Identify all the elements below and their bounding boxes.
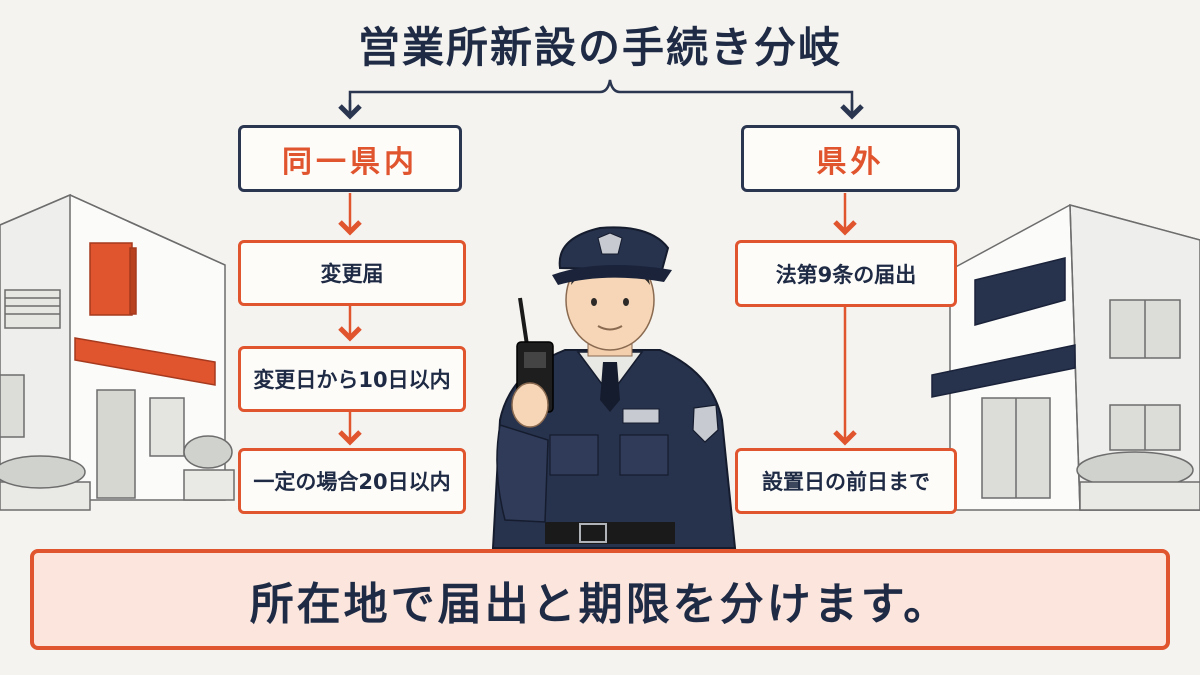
right-step-1: 法第9条の届出 — [735, 240, 957, 307]
diagram-title: 営業所新設の手続き分岐 — [357, 23, 842, 72]
security-guard-icon — [491, 226, 737, 549]
left-step-1: 変更届 — [238, 240, 466, 306]
left-step-3: 一定の場合20日以内 — [238, 448, 466, 514]
office-building-icon — [931, 204, 1200, 511]
summary-banner: 所在地で届出と期限を分けます。 — [30, 549, 1170, 650]
right-branch-heading: 県外 — [741, 125, 960, 192]
left-step-2: 変更日から10日以内 — [238, 346, 466, 412]
title-brace — [348, 79, 854, 115]
shop-building-icon — [0, 193, 235, 511]
left-branch-heading: 同一県内 — [238, 125, 462, 192]
right-step-2: 設置日の前日まで — [735, 448, 957, 514]
connectors — [338, 79, 864, 446]
